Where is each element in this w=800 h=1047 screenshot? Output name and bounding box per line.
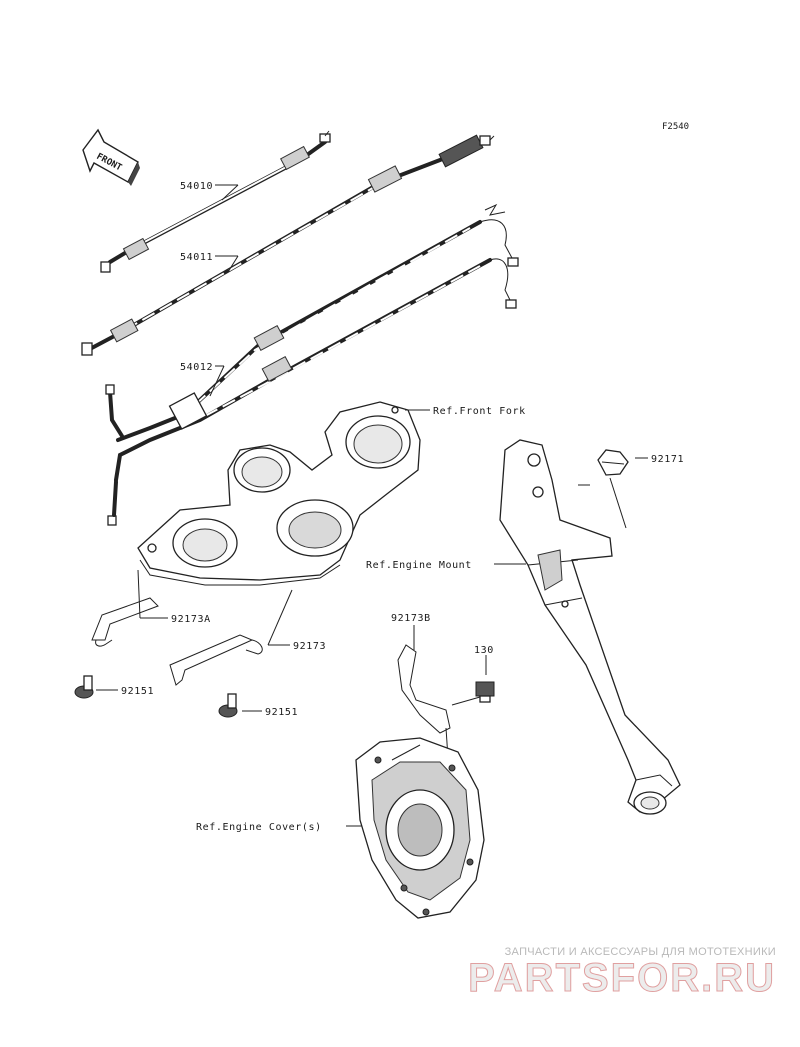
bolt-92151-left	[74, 675, 94, 699]
watermark-tagline: ЗАПЧАСТИ И АКСЕССУАРЫ ДЛЯ МОТОТЕХНИКИ	[504, 946, 776, 958]
engine-cover	[355, 737, 485, 919]
label-54011: 54011	[180, 252, 213, 263]
bolt-130	[451, 681, 495, 706]
cable-54012	[105, 203, 519, 526]
leader-lines	[96, 184, 648, 827]
front-direction-arrow: FRONT	[82, 128, 140, 186]
label-ref-engine-mount: Ref.Engine Mount	[366, 560, 472, 571]
watermark-logo: PARTSFOR.RU	[468, 956, 776, 1000]
upper-triple-clamp	[137, 401, 421, 586]
bolt-92151-right	[218, 693, 238, 718]
clamp-92173A	[91, 597, 159, 647]
cable-54011	[81, 134, 495, 356]
label-130: 130	[474, 645, 494, 656]
clamp-92173	[169, 634, 263, 686]
label-92151-left: 92151	[121, 686, 154, 697]
clip-92171	[597, 449, 629, 529]
label-92171: 92171	[651, 454, 684, 465]
cable-54010	[100, 130, 331, 273]
label-ref-engine-cover: Ref.Engine Cover(s)	[196, 822, 322, 833]
label-ref-front-fork: Ref.Front Fork	[433, 406, 526, 417]
label-54012: 54012	[180, 362, 213, 373]
label-54010: 54010	[180, 181, 213, 192]
watermark: ЗАПЧАСТИ И АКСЕССУАРЫ ДЛЯ МОТОТЕХНИКИ PA…	[468, 946, 776, 1000]
figure-code: F2540	[662, 122, 689, 132]
label-92173: 92173	[293, 641, 326, 652]
engine-mount-bracket	[499, 439, 681, 815]
label-92173B: 92173B	[391, 613, 431, 624]
label-92151-right: 92151	[265, 707, 298, 718]
label-92173A: 92173A	[171, 614, 211, 625]
